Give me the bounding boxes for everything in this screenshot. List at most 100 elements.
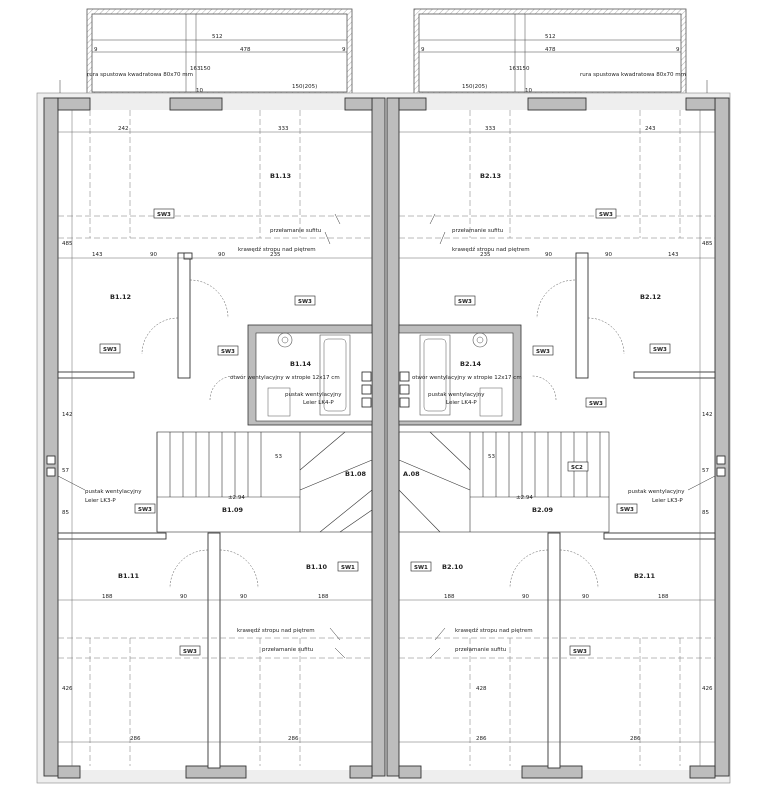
room-label-b1-12: B1.12	[110, 293, 131, 301]
dim-label: 163	[509, 66, 520, 72]
note-level: ±2.94	[516, 495, 533, 501]
room-label-b2-14: B2.14	[460, 360, 481, 368]
dim-label: 150	[519, 66, 530, 72]
dim-label: 85	[702, 510, 709, 516]
room-labels: B1.13 B2.13 B1.12 B2.12 B1.14 B2.14 B1.0…	[110, 172, 661, 580]
dim-label: 9	[676, 47, 680, 53]
dim-label: 85	[62, 510, 69, 516]
room-label-b1-08: B1.08	[345, 470, 366, 478]
room-label-b2-13: B2.13	[480, 172, 501, 180]
tag-sw3: SW3	[157, 212, 171, 218]
dim-label: 188	[658, 594, 669, 600]
dim-label: 9	[94, 47, 98, 53]
note-leier-lk3: Leier LK3-P	[85, 498, 116, 504]
dim-label: 142	[62, 412, 73, 418]
tag-labels: SW3 SW3 SW3 SW3 SW3 SW3 SW3 SW3 SW3 SC2 …	[103, 212, 667, 655]
note-leier-lk4: Leier LK4-P	[303, 400, 334, 406]
leader-lines	[57, 80, 716, 659]
note-przelamanie: przełamanie sufitu	[455, 647, 506, 653]
note-rura-left: rura spustowa kwadratowa 80x70 mm	[87, 72, 193, 78]
dim-label: 143	[668, 252, 679, 258]
dim-label: 188	[444, 594, 455, 600]
tag-sw3: SW3	[183, 649, 197, 655]
dim-label: 150(205)	[292, 84, 317, 90]
dim-label: 9	[421, 47, 425, 53]
dim-label: 333	[278, 126, 289, 132]
tag-sw3: SW3	[458, 299, 472, 305]
room-label-b1-10: B1.10	[306, 563, 327, 571]
dim-label: 188	[318, 594, 329, 600]
dim-label: 150	[200, 66, 211, 72]
bathroom-right	[398, 324, 522, 426]
dim-label: 235	[270, 252, 281, 258]
dim-label: 53	[275, 454, 282, 460]
tag-sw3: SW3	[103, 347, 117, 353]
dim-label: 188	[102, 594, 113, 600]
note-level: ±2.94	[228, 495, 245, 501]
dim-label: 10	[525, 88, 532, 94]
tag-sw3: SW3	[298, 299, 312, 305]
dim-label: 286	[630, 736, 641, 742]
tag-sw3: SW3	[620, 507, 634, 513]
tag-sw1: SW1	[341, 565, 355, 571]
dim-label: 143	[92, 252, 103, 258]
note-przelamanie: przełamanie sufitu	[270, 228, 321, 234]
note-krawedz: krawędź stropu nad piętrem	[452, 246, 530, 253]
note-pustak-lk4: pustak wentylacyjny	[428, 392, 485, 398]
tag-sw1: SW1	[414, 565, 428, 571]
ceiling-break-lines	[58, 110, 715, 766]
notes: rura spustowa kwadratowa 80x70 mm rura s…	[85, 72, 686, 653]
note-pustak-lk4: pustak wentylacyjny	[285, 392, 342, 398]
balcony-dimensions	[92, 14, 681, 92]
vent-blocks	[46, 371, 726, 477]
tag-sw3: SW3	[536, 349, 550, 355]
room-label-b1-11: B1.11	[118, 572, 139, 580]
dim-label: 286	[288, 736, 299, 742]
note-leier-lk3: Leier LK3-P	[652, 498, 683, 504]
tag-sw3: SW3	[653, 347, 667, 353]
room-label-b2-09: B2.09	[532, 506, 553, 514]
room-label-b1-13: B1.13	[270, 172, 291, 180]
dim-label: 243	[645, 126, 656, 132]
dim-label: 150(205)	[462, 84, 487, 90]
note-krawedz: krawędź stropu nad piętrem	[238, 246, 316, 253]
note-otwor: otwór wentylacyjny w stropie 12x17 cm	[230, 374, 340, 381]
room-label-b1-14: B1.14	[290, 360, 311, 368]
dim-label: 485	[702, 241, 713, 247]
tag-sw3: SW3	[138, 507, 152, 513]
room-label-b2-10: B2.10	[442, 563, 463, 571]
dim-label: 428	[476, 686, 487, 692]
dim-label: 426	[702, 686, 713, 692]
dim-label: 286	[130, 736, 141, 742]
dimension-lines	[58, 110, 715, 766]
door-swings	[141, 279, 625, 589]
tag-sw3: SW3	[573, 649, 587, 655]
note-otwor: otwór wentylacyjny w stropie 12x17 cm	[412, 374, 522, 381]
tag-sw3: SW3	[589, 401, 603, 407]
note-rura-right: rura spustowa kwadratowa 80x70 mm	[580, 72, 686, 78]
dim-label: 90	[545, 252, 552, 258]
dim-label: 57	[702, 468, 709, 474]
dim-label: 90	[180, 594, 187, 600]
dim-label: 512	[545, 34, 556, 40]
partition-walls	[57, 252, 716, 769]
dim-label: 235	[480, 252, 491, 258]
dim-label: 512	[212, 34, 223, 40]
dim-label: 242	[118, 126, 129, 132]
dim-label: 90	[605, 252, 612, 258]
note-pustak-lk3: pustak wentylacyjny	[85, 489, 142, 495]
tag-sw3: SW3	[599, 212, 613, 218]
dim-label: 90	[240, 594, 247, 600]
dim-label: 90	[582, 594, 589, 600]
dim-label: 90	[218, 252, 225, 258]
room-label-a-08: A.08	[403, 470, 420, 478]
tag-sc2: SC2	[571, 465, 583, 471]
dim-label: 163	[190, 66, 201, 72]
note-pustak-lk3: pustak wentylacyjny	[628, 489, 685, 495]
note-przelamanie: przełamanie sufitu	[452, 228, 503, 234]
note-krawedz: krawędź stropu nad piętrem	[455, 627, 533, 634]
dim-label: 57	[62, 468, 69, 474]
dim-label: 478	[545, 47, 556, 53]
dim-label: 478	[240, 47, 251, 53]
